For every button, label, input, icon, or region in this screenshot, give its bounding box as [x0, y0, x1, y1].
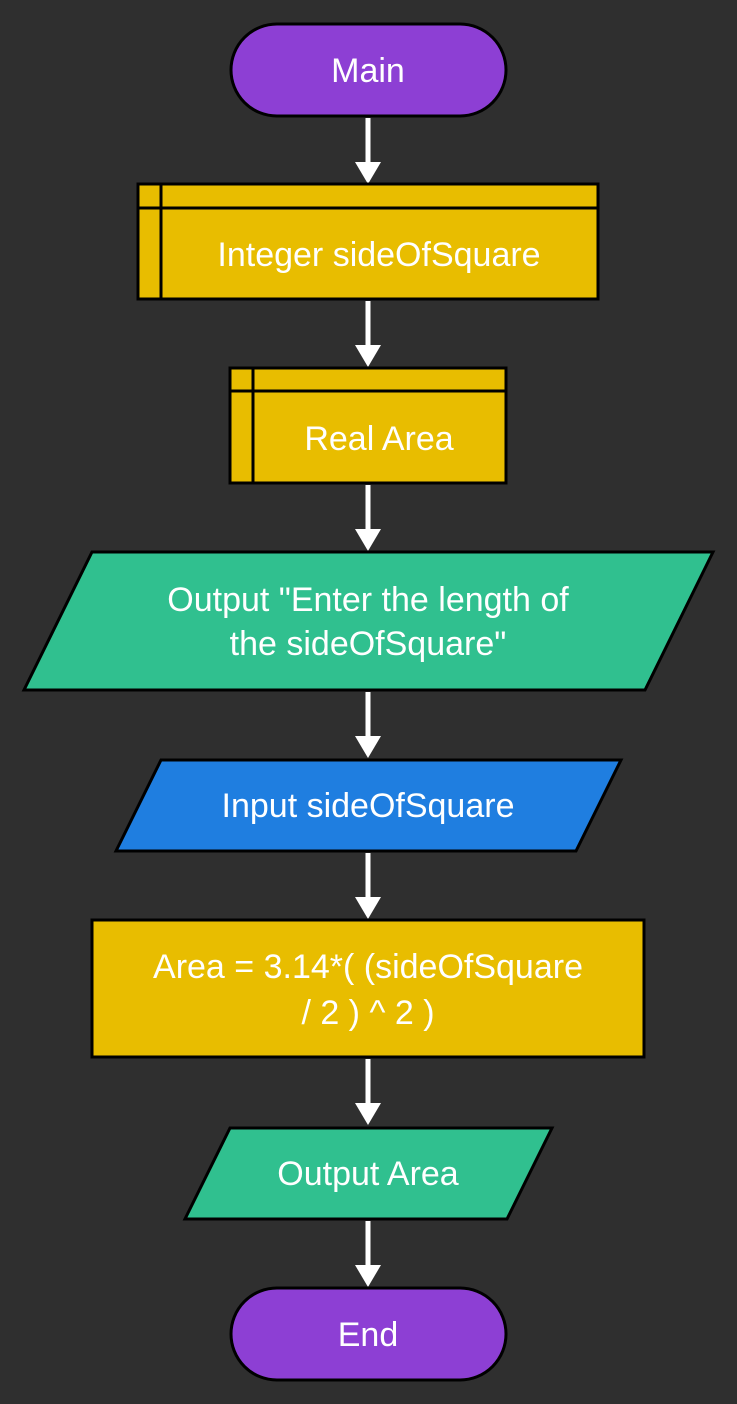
start-label: Main	[331, 52, 405, 90]
output-area-label: Output Area	[277, 1155, 459, 1193]
arrow-output-area-to-end	[355, 1221, 381, 1287]
output-area-shape	[182, 1126, 555, 1221]
declare-side-shape	[136, 182, 600, 301]
arrow-compute-to-output-area	[355, 1059, 381, 1125]
compute-area-shape	[90, 918, 646, 1059]
arrow-start-to-declare-side	[355, 118, 381, 184]
arrow-declare-side-to-declare-area	[355, 301, 381, 367]
end-label: End	[338, 1316, 399, 1354]
arrow-output-prompt-to-input	[355, 692, 381, 758]
input-side-label: Input sideOfSquare	[222, 787, 515, 825]
output-area-node[interactable]: Output Area	[182, 1126, 555, 1221]
output-prompt-label-line1: Output "Enter the length of	[167, 581, 569, 619]
end-node[interactable]: End	[229, 1286, 508, 1382]
compute-area-label-line1: Area = 3.14*( (sideOfSquare	[153, 948, 583, 986]
input-side-node[interactable]: Input sideOfSquare	[113, 758, 624, 853]
output-prompt-shape	[21, 550, 716, 692]
declare-side-label: Integer sideOfSquare	[217, 236, 540, 274]
output-prompt-node[interactable]: Output "Enter the length of the sideOfSq…	[21, 550, 716, 692]
start-node[interactable]: Main	[229, 22, 508, 118]
declare-area-label: Real Area	[304, 420, 453, 458]
end-terminal-shape	[229, 1286, 508, 1382]
declare-side-node[interactable]: Integer sideOfSquare	[136, 182, 600, 301]
output-prompt-label-line2: the sideOfSquare"	[230, 625, 507, 663]
compute-area-node[interactable]: Area = 3.14*( (sideOfSquare / 2 ) ^ 2 )	[90, 918, 646, 1059]
arrow-declare-area-to-output-prompt	[355, 485, 381, 551]
declare-area-node[interactable]: Real Area	[228, 366, 508, 485]
declare-area-shape	[228, 366, 508, 485]
start-terminal-shape	[229, 22, 508, 118]
input-side-shape	[113, 758, 624, 853]
compute-area-label-line2: / 2 ) ^ 2 )	[301, 994, 434, 1032]
arrow-input-to-compute	[355, 853, 381, 919]
